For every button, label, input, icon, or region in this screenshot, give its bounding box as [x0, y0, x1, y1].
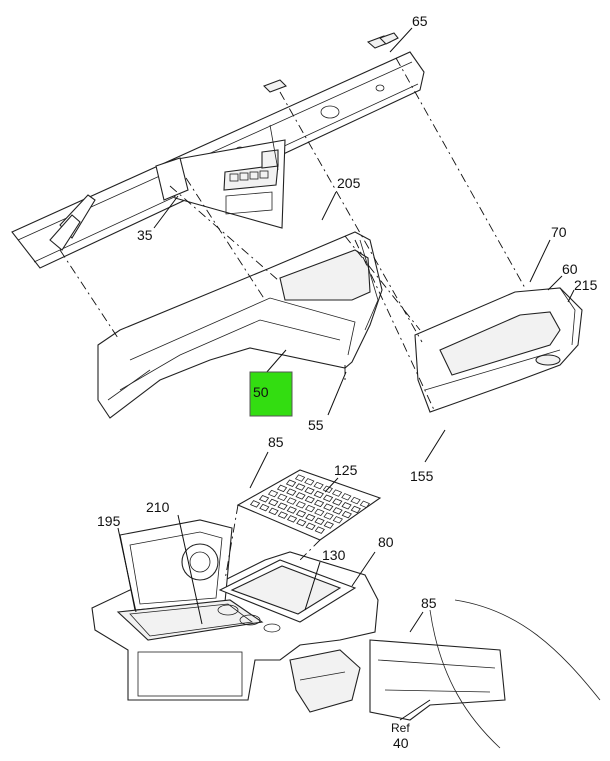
decal-key — [313, 481, 324, 490]
callout-ref-label: Ref — [391, 721, 410, 735]
callout-195[interactable]: 195 — [97, 513, 121, 529]
decal-key — [350, 505, 361, 514]
decal-key — [295, 509, 307, 518]
decal-key — [314, 517, 325, 525]
overlay-decal — [236, 469, 382, 541]
decal-key — [350, 496, 361, 505]
decal-key — [277, 511, 288, 519]
decal-key — [249, 500, 261, 508]
decal-key — [268, 498, 279, 507]
alignment-lines — [59, 57, 526, 581]
decal-key — [268, 507, 279, 516]
decal-key — [313, 490, 324, 499]
decal-key — [286, 497, 297, 505]
bracket-clip — [263, 79, 287, 93]
callout-155[interactable]: 155 — [410, 468, 434, 484]
decal-key — [295, 501, 306, 509]
callout-70[interactable]: 70 — [551, 224, 567, 240]
decal-key — [314, 526, 325, 534]
callout-50[interactable]: 50 — [253, 384, 269, 400]
callout-35[interactable]: 35 — [137, 227, 153, 243]
decal-key — [341, 493, 352, 501]
highlight-box[interactable] — [249, 371, 293, 417]
decal-key — [313, 499, 325, 508]
decal-key — [267, 489, 279, 498]
decal-key — [332, 516, 343, 524]
callout-55[interactable]: 55 — [308, 417, 324, 433]
decal-key — [296, 518, 307, 527]
callout-60[interactable]: 60 — [562, 261, 578, 277]
decal-key — [332, 507, 343, 515]
decal-key — [341, 501, 352, 510]
decal-key — [277, 502, 288, 510]
decal-key — [341, 510, 352, 519]
decal-key — [305, 522, 316, 531]
bracket-clip-65 — [366, 32, 399, 49]
right-trim-panel — [414, 287, 583, 413]
callout-65[interactable]: 65 — [412, 13, 428, 29]
decal-key — [331, 489, 343, 497]
decal-key — [277, 493, 288, 502]
callout-210[interactable]: 210 — [146, 499, 170, 515]
decal-key — [304, 495, 315, 504]
decal-key — [332, 498, 343, 506]
decal-key — [295, 492, 306, 500]
callout-labels: 65 205 35 70 60 215 50 55 155 85 125 210… — [97, 13, 598, 751]
leader-lines — [117, 27, 575, 721]
decal-key — [322, 485, 333, 494]
decal-key — [323, 503, 334, 511]
decal-key — [304, 504, 316, 513]
decal-key — [323, 512, 334, 520]
callout-215[interactable]: 215 — [574, 277, 598, 293]
callout-130[interactable]: 130 — [322, 547, 346, 563]
decal-key — [314, 508, 325, 517]
instrument-panel-frame — [155, 124, 286, 229]
floor-tunnel — [369, 599, 601, 749]
decal-key — [286, 488, 297, 496]
decal-key — [259, 503, 270, 512]
decal-key — [304, 478, 315, 486]
decal-key — [258, 494, 270, 503]
lower-dash-shroud — [97, 231, 383, 419]
console-body — [91, 519, 379, 713]
decal-key — [304, 486, 315, 495]
decal-key — [359, 500, 370, 509]
callout-205[interactable]: 205 — [337, 175, 361, 191]
callout-40[interactable]: 40 — [393, 735, 409, 751]
decal-key — [294, 474, 306, 482]
callout-80[interactable]: 80 — [378, 534, 394, 550]
decal-key — [322, 494, 334, 502]
callout-85-bottom[interactable]: 85 — [421, 595, 437, 611]
decal-key — [305, 513, 316, 522]
callout-85-top[interactable]: 85 — [268, 434, 284, 450]
callout-125[interactable]: 125 — [334, 462, 358, 478]
decal-key — [276, 484, 288, 493]
decal-key — [286, 506, 297, 514]
decal-key — [323, 521, 334, 529]
decal-key — [285, 479, 297, 487]
decal-key — [295, 483, 306, 491]
decal-key — [286, 515, 298, 523]
